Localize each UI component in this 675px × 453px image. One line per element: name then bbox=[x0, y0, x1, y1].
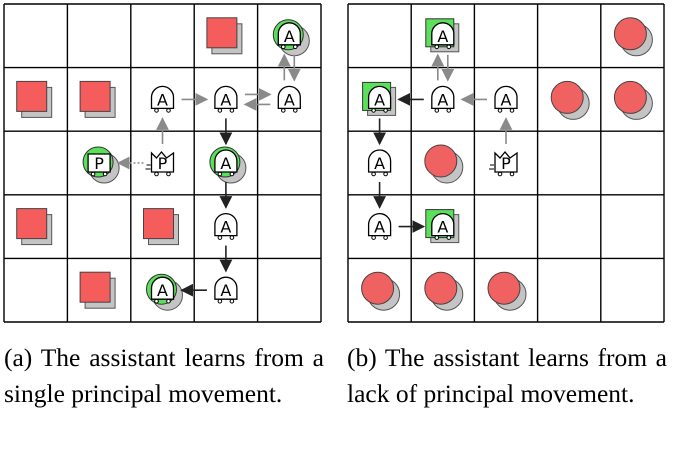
red-circle bbox=[361, 271, 395, 305]
cell-red-square bbox=[16, 208, 53, 246]
red-circle bbox=[613, 17, 647, 51]
assistant-robot-icon: A bbox=[214, 213, 238, 240]
red-circle bbox=[424, 271, 458, 305]
grid-cells: A A A A A P A A bbox=[361, 17, 653, 311]
assistant-robot-icon: A bbox=[431, 22, 455, 50]
red-circle bbox=[424, 144, 458, 178]
red-square bbox=[16, 80, 48, 112]
assistant-letter: A bbox=[437, 27, 448, 46]
movement-arrows bbox=[116, 53, 301, 297]
cell-assistant: A bbox=[362, 81, 397, 116]
assistant-letter: A bbox=[437, 90, 448, 109]
red-circle bbox=[550, 80, 584, 114]
assistant-letter: A bbox=[437, 218, 448, 237]
assistant-letter: A bbox=[374, 90, 385, 109]
assistant-robot-icon: A bbox=[367, 149, 392, 177]
movement-arrows bbox=[373, 53, 513, 234]
red-square bbox=[143, 208, 174, 240]
assistant-letter: A bbox=[374, 218, 385, 237]
assistant-robot-icon: A bbox=[214, 276, 238, 304]
cell-red-circle bbox=[424, 271, 464, 311]
assistant-letter: A bbox=[374, 154, 385, 173]
cell-assistant: A bbox=[494, 85, 518, 113]
principal-robot-icon: P bbox=[489, 150, 518, 177]
assistant-letter: A bbox=[220, 90, 231, 109]
cell-assistant: A bbox=[214, 85, 238, 113]
cell-assistant: A bbox=[150, 85, 175, 113]
cell-principal: P bbox=[489, 150, 518, 177]
cell-red-square bbox=[79, 271, 116, 309]
assistant-robot-icon: A bbox=[150, 276, 175, 304]
cell-assistant: A bbox=[272, 19, 310, 57]
cell-red-circle bbox=[613, 80, 653, 120]
assistant-robot-icon: A bbox=[214, 85, 238, 113]
cell-assistant: A bbox=[425, 18, 460, 53]
panel-b-gridworld: A A A A A P A A bbox=[347, 3, 665, 323]
assistant-robot-icon: A bbox=[494, 85, 518, 113]
assistant-letter: A bbox=[157, 281, 168, 300]
grid-lines bbox=[347, 3, 665, 323]
assistant-letter: A bbox=[220, 281, 231, 300]
red-square bbox=[79, 271, 111, 303]
cell-assistant: A bbox=[367, 213, 392, 240]
assistant-robot-icon: A bbox=[277, 22, 301, 50]
cell-principal: P bbox=[82, 146, 120, 184]
cell-assistant: A bbox=[277, 85, 301, 113]
caption-panel-b: (b) The assistant learns from a lack of … bbox=[347, 343, 667, 408]
cell-assistant: A bbox=[214, 213, 238, 240]
principal-robot-icon: P bbox=[87, 153, 111, 177]
cell-assistant: A bbox=[367, 149, 392, 177]
assistant-robot-icon: A bbox=[367, 85, 392, 113]
cell-red-circle bbox=[487, 271, 527, 311]
assistant-letter: A bbox=[220, 154, 231, 173]
panel-a-gridworld: A A A A P P A A A A bbox=[3, 3, 322, 323]
principal-letter: P bbox=[94, 154, 104, 173]
assistant-robot-icon: A bbox=[277, 85, 301, 113]
red-square bbox=[16, 208, 48, 240]
assistant-letter: A bbox=[284, 90, 295, 109]
red-circle bbox=[487, 271, 521, 305]
cell-red-square bbox=[79, 80, 116, 118]
cell-red-circle bbox=[361, 271, 401, 311]
red-square bbox=[206, 17, 238, 49]
assistant-robot-icon: A bbox=[214, 149, 238, 177]
cell-red-circle bbox=[613, 17, 653, 57]
principal-letter: P bbox=[501, 154, 511, 173]
grid-cells: A A A A P P A A A A bbox=[16, 17, 310, 311]
red-circle bbox=[613, 80, 647, 114]
assistant-robot-icon: A bbox=[431, 213, 455, 240]
cell-assistant: A bbox=[214, 276, 238, 304]
assistant-letter: A bbox=[220, 218, 231, 237]
assistant-letter: A bbox=[284, 27, 295, 46]
caption-panel-a: (a) The assistant learns from a single p… bbox=[4, 343, 324, 408]
assistant-letter: A bbox=[157, 90, 168, 109]
cell-assistant: A bbox=[425, 209, 460, 244]
cell-red-circle bbox=[550, 80, 590, 120]
assistant-robot-icon: A bbox=[431, 85, 455, 113]
principal-robot-icon: P bbox=[145, 150, 175, 177]
cell-red-square bbox=[206, 17, 243, 55]
cell-assistant: A bbox=[431, 85, 455, 113]
cell-assistant: A bbox=[209, 146, 247, 184]
principal-letter: P bbox=[158, 154, 168, 173]
assistant-robot-icon: A bbox=[367, 213, 392, 240]
assistant-letter: A bbox=[501, 90, 512, 109]
red-square bbox=[79, 80, 111, 112]
cell-principal: P bbox=[145, 150, 175, 177]
cell-red-square bbox=[143, 208, 179, 246]
assistant-robot-icon: A bbox=[150, 85, 175, 113]
cell-assistant: A bbox=[146, 273, 183, 311]
cell-red-square bbox=[16, 80, 53, 118]
cell-red-circle bbox=[424, 144, 464, 184]
